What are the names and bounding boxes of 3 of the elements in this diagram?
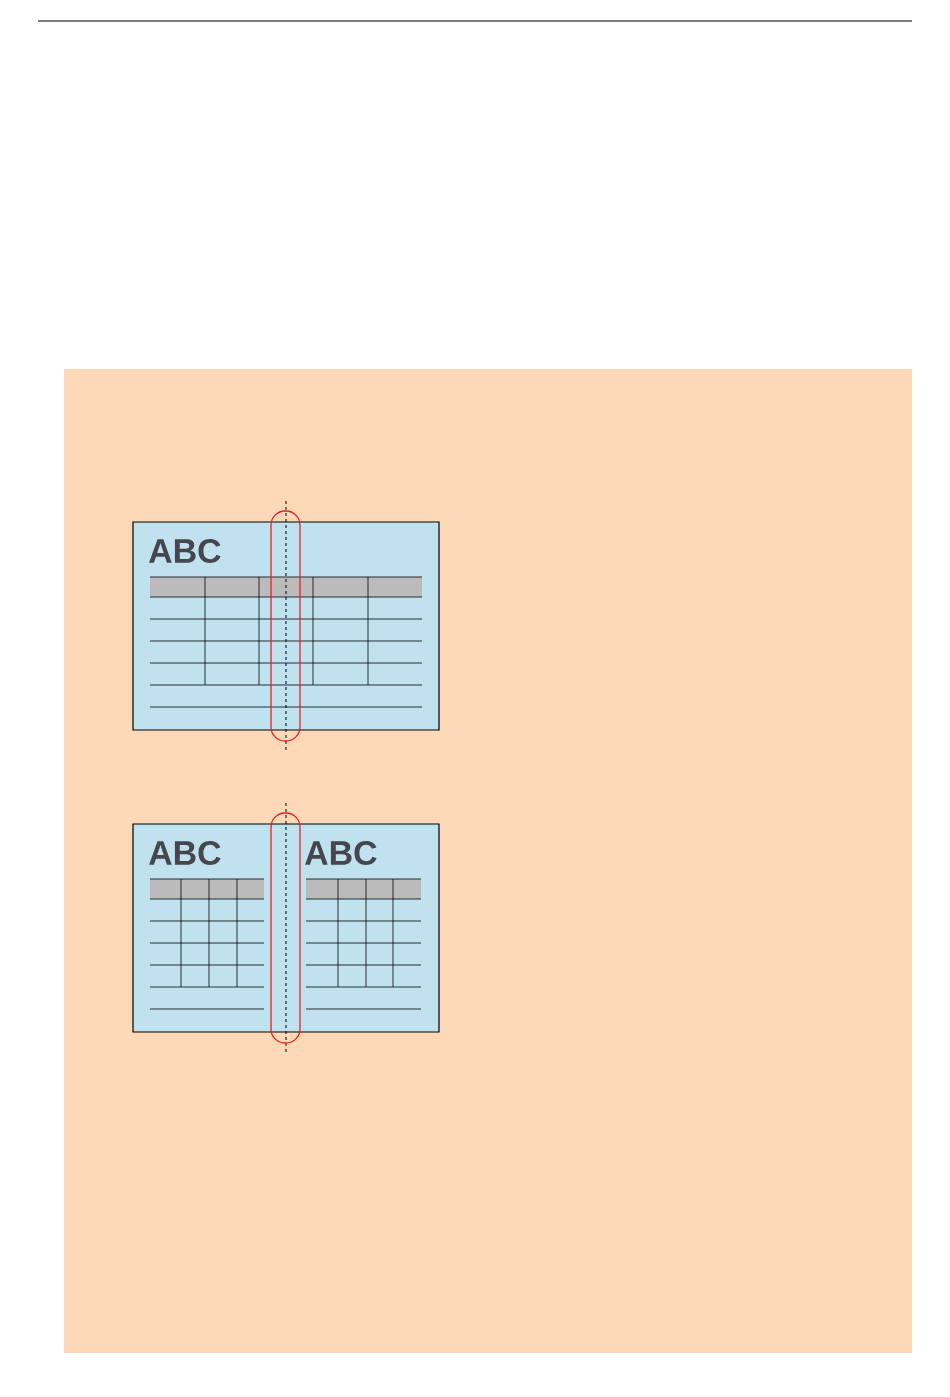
heading: ABC	[305, 841, 377, 865]
heading: ABC	[149, 539, 221, 563]
heading: ABC	[149, 841, 221, 865]
